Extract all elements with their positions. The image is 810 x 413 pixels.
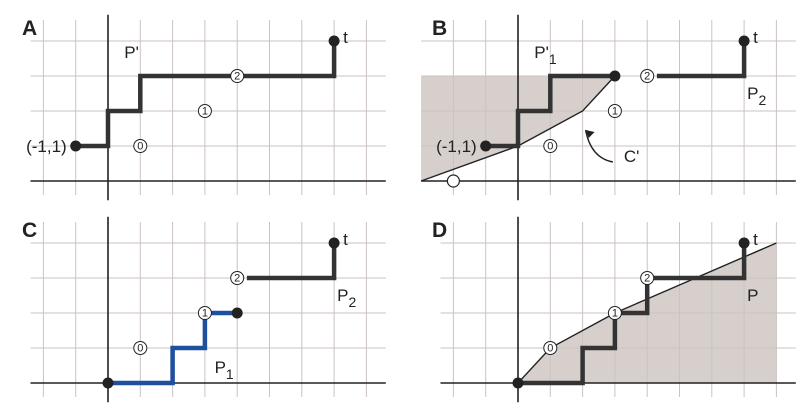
point-dot — [328, 237, 340, 249]
open-point — [446, 174, 460, 188]
step-marker-label: 1 — [612, 308, 618, 320]
step-marker-circle — [197, 104, 212, 118]
staircase-path — [485, 73, 615, 149]
arrowhead-icon — [585, 130, 595, 138]
point-dot — [480, 140, 492, 152]
panel-letter: C — [22, 219, 37, 242]
label-text: t — [753, 230, 758, 249]
step-marker-label: 1 — [202, 308, 208, 320]
label-P: P' — [124, 43, 139, 62]
step-marker-label: 0 — [547, 141, 553, 153]
label-text: (-1,1) — [26, 137, 67, 156]
staircase-path — [246, 243, 337, 281]
label-subscript: 2 — [758, 92, 766, 108]
label-text: P — [747, 84, 758, 103]
point-dot — [609, 70, 621, 82]
step-marker: 1 — [607, 306, 622, 320]
label-subscript: 1 — [226, 366, 234, 382]
point-dot — [70, 140, 82, 152]
label-t: t — [753, 28, 758, 47]
point-dot — [512, 377, 524, 389]
step-marker-circle — [543, 341, 558, 355]
label-11: (-1,1) — [26, 137, 67, 156]
label-subscript: 1 — [549, 51, 557, 67]
label-C: C' — [624, 147, 640, 166]
label-text: t — [343, 230, 348, 249]
step-marker: 2 — [230, 69, 245, 83]
step-marker: 0 — [133, 139, 148, 153]
label-P: P2 — [747, 84, 766, 108]
step-marker: 0 — [543, 139, 558, 153]
point-dot — [102, 377, 114, 389]
step-marker-label: 2 — [644, 273, 650, 285]
step-marker-label: 2 — [644, 71, 650, 83]
step-marker-label: 0 — [137, 343, 143, 355]
point-dot — [231, 307, 243, 319]
step-marker-circle — [607, 104, 622, 118]
label-P: P'1 — [534, 43, 557, 67]
label-text: P — [337, 286, 348, 305]
curve — [420, 75, 616, 182]
step-marker-label: 1 — [612, 106, 618, 118]
label-t: t — [753, 230, 758, 249]
label-text: P — [215, 358, 226, 377]
step-marker-label: 0 — [137, 141, 143, 153]
step-marker-label: 2 — [234, 273, 240, 285]
panel-letter: A — [22, 17, 37, 40]
label-text: C' — [624, 147, 640, 166]
label-11: (-1,1) — [436, 137, 477, 156]
label-text: t — [753, 28, 758, 47]
label-t: t — [343, 230, 348, 249]
label-text: P' — [534, 43, 549, 62]
step-marker-circle — [133, 139, 148, 153]
arrow-line — [584, 129, 614, 163]
step-marker-circle — [543, 139, 558, 153]
step-marker: 0 — [133, 341, 148, 355]
step-marker-circle — [640, 69, 655, 83]
panel-letter: D — [432, 219, 447, 242]
step-marker: 1 — [197, 104, 212, 118]
point-dot — [738, 35, 750, 47]
step-marker-label: 2 — [234, 71, 240, 83]
step-marker-label: 1 — [202, 106, 208, 118]
staircase-path — [75, 41, 337, 149]
step-marker: 1 — [197, 306, 212, 320]
step-marker-label: 0 — [547, 343, 553, 355]
step-marker-circle — [197, 306, 212, 320]
label-P: P2 — [337, 286, 356, 310]
step-marker-circle — [133, 341, 148, 355]
label-text: P' — [124, 43, 139, 62]
point-dot — [738, 237, 750, 249]
panel-a: 0 1 2 (-1,1) tP' A — [22, 14, 386, 201]
label-P: P1 — [215, 358, 234, 382]
step-marker-circle — [607, 306, 622, 320]
label-P: P — [747, 286, 758, 305]
step-marker: 2 — [640, 69, 655, 83]
label-t: t — [343, 28, 348, 47]
label-text: P — [747, 286, 758, 305]
step-marker-circle — [230, 69, 245, 83]
step-marker: 2 — [640, 271, 655, 285]
step-marker-circle — [230, 271, 245, 285]
step-marker: 0 — [543, 341, 558, 355]
staircase-path-2 — [656, 41, 747, 79]
step-marker: 2 — [230, 271, 245, 285]
label-text: t — [343, 28, 348, 47]
step-marker-circle — [640, 271, 655, 285]
panel-d: 0 1 2 tP D — [432, 216, 796, 403]
label-text: (-1,1) — [436, 137, 477, 156]
step-marker: 1 — [607, 104, 622, 118]
point-dot — [328, 35, 340, 47]
label-subscript: 2 — [348, 294, 356, 310]
panel-letter: B — [432, 17, 447, 40]
